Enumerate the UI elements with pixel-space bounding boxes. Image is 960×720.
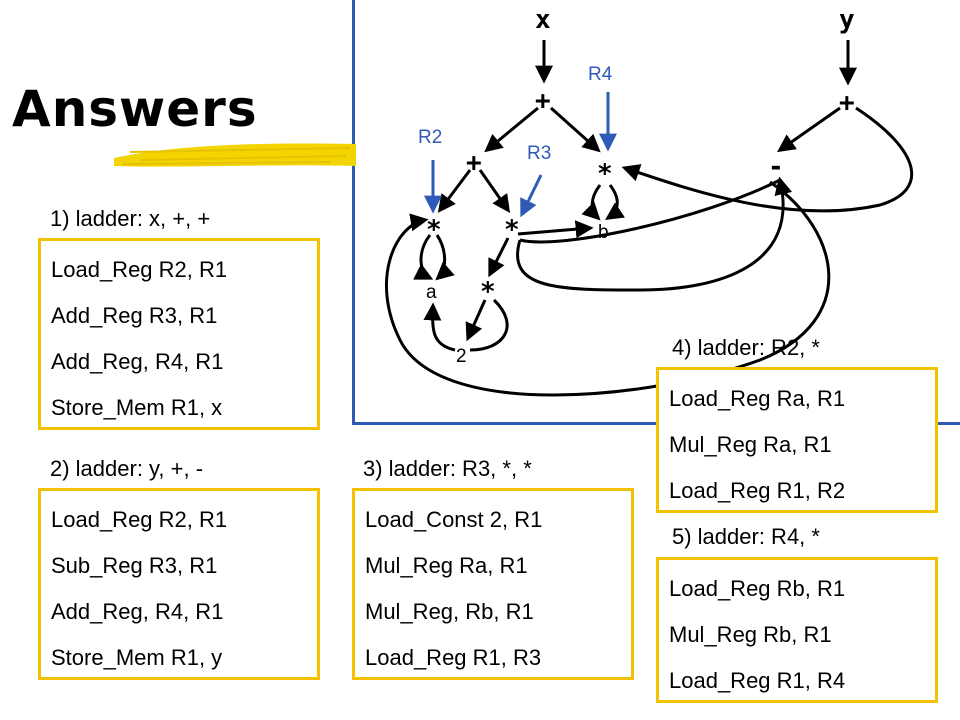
op-minus: - (768, 152, 784, 182)
section-1-heading: 1) ladder: x, +, + (50, 206, 211, 231)
section-5-code-box: Load_Reg Rb, R1 Mul_Reg Rb, R1 Load_Reg … (656, 557, 938, 703)
code-line: Load_Const 2, R1 (365, 507, 543, 532)
code-line: Load_Reg R2, R1 (51, 257, 228, 282)
code-line: Load_Reg R1, R4 (669, 668, 846, 693)
edge-plus-to-mul (550, 106, 601, 153)
edge-plus-to-mul-mid (478, 169, 511, 213)
section-3-code-box: Load_Const 2, R1 Mul_Reg Ra, R1 Mul_Reg,… (352, 488, 634, 680)
code-line: Mul_Reg Ra, R1 (365, 553, 528, 578)
op-mul-mid: * (504, 215, 520, 245)
section-4-heading: 4) ladder: R2, * (672, 335, 820, 360)
section-1-code-box: Load_Reg R2, R1 Add_Reg R3, R1 Add_Reg, … (38, 238, 320, 430)
input-x: x (535, 5, 551, 35)
op-plus-top: + (535, 86, 551, 116)
edge-mul-mid-to-mul-low (488, 237, 510, 278)
leaf-a: a (426, 282, 437, 303)
page-title: Answers (12, 80, 258, 138)
edge-mul-to-b-2 (605, 184, 625, 220)
register-arrows (424, 92, 617, 218)
op-mul-left: * (426, 215, 442, 245)
edge-plus-y-to-minus (777, 106, 841, 153)
code-line: Load_Reg R1, R3 (365, 645, 542, 670)
leaf-2: 2 (456, 346, 467, 367)
edge-minus-to-mul-mid (519, 178, 781, 244)
section-2-code-box: Load_Reg R2, R1 Sub_Reg R3, R1 Add_Reg, … (38, 488, 320, 680)
code-line: Load_Reg R2, R1 (51, 507, 228, 532)
input-y: y (839, 5, 855, 35)
code-line: Add_Reg R3, R1 (51, 303, 218, 328)
code-line: Store_Mem R1, y (51, 645, 223, 670)
edge-mul-low-to-2 (465, 299, 487, 342)
code-line: Load_Reg Rb, R1 (669, 576, 846, 601)
dag-edges (384, 40, 914, 397)
code-line: Sub_Reg R3, R1 (51, 553, 218, 578)
code-line: Mul_Reg Ra, R1 (669, 432, 832, 457)
section-3-heading: 3) ladder: R3, *, * (363, 456, 532, 481)
title-underline-brush (114, 143, 356, 167)
register-r3: R3 (527, 143, 551, 164)
section-2-heading: 2) ladder: y, +, - (50, 456, 204, 481)
edge-plus-to-mul-left (437, 169, 472, 213)
edge-mul-left-to-a-1 (413, 234, 434, 280)
code-line: Load_Reg Ra, R1 (669, 386, 846, 411)
op-plus-y: + (839, 88, 855, 118)
register-r2: R2 (418, 127, 442, 148)
code-line: Store_Mem R1, x (51, 395, 223, 420)
op-mul-low: * (480, 277, 496, 307)
edge-plus-y-to-mul (621, 106, 914, 213)
edge-mul-left-to-a-2 (435, 234, 455, 281)
code-line: Load_Reg R1, R2 (669, 478, 846, 503)
code-line: Mul_Reg, Rb, R1 (365, 599, 534, 624)
edge-mul-mid-to-b (517, 220, 594, 239)
r3-arrow (520, 174, 543, 218)
section-5-heading: 5) ladder: R4, * (672, 524, 820, 549)
edge-minus-to-mul-left (384, 180, 831, 397)
edge-mul-to-b-1 (581, 184, 602, 221)
op-mul-r4: * (597, 159, 613, 189)
leaf-b: b (598, 222, 609, 243)
edge-plus-to-plus (484, 106, 539, 153)
edge-loop-to-a (423, 302, 456, 352)
code-line: Mul_Reg Rb, R1 (669, 622, 832, 647)
code-line: Add_Reg, R4, R1 (51, 599, 224, 624)
edge-mul-low-loop (469, 298, 509, 352)
section-4-code-box: Load_Reg Ra, R1 Mul_Reg Ra, R1 Load_Reg … (656, 367, 938, 513)
code-line: Add_Reg, R4, R1 (51, 349, 224, 374)
edge-minus-long-loop (516, 176, 793, 292)
register-r4: R4 (588, 64, 613, 85)
op-plus-mid: + (466, 148, 482, 178)
